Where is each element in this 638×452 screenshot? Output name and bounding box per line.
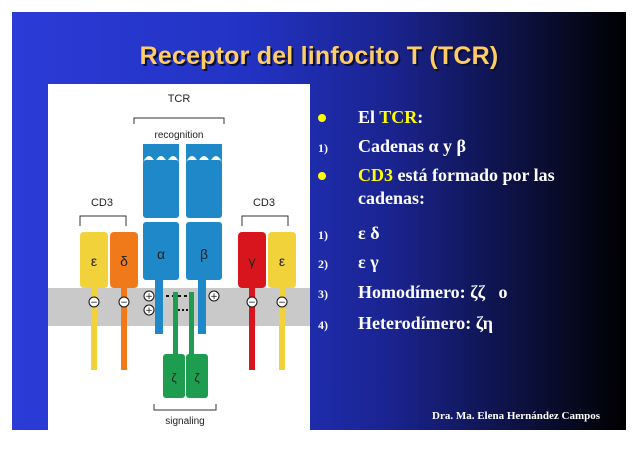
bullet-number: 1)	[318, 141, 328, 155]
beta-v-body	[186, 160, 222, 218]
bullet-dot	[318, 114, 326, 122]
zeta-left-domain	[163, 354, 185, 398]
alpha-constant-domain	[143, 222, 179, 280]
zeta-right-label: ζ	[194, 371, 200, 385]
bullet-text: ε δ	[358, 223, 380, 243]
tcr-diagram: TCR recognition α β ζ ζ	[48, 84, 310, 430]
cd3-right-label: CD3	[253, 197, 275, 209]
tcr-label: TCR	[168, 93, 191, 105]
alpha-label: α	[157, 246, 165, 262]
beta-transmembrane	[198, 280, 206, 334]
cd3-epsilon-right	[268, 232, 296, 288]
cell-membrane	[48, 288, 310, 326]
bullet-number: 4)	[318, 318, 328, 332]
charge-symbols: − − + + + − −	[88, 290, 288, 316]
cd3-epsilon-right-tail	[279, 288, 285, 370]
zeta-left-label: ζ	[171, 371, 177, 385]
slide-title: Receptor del linfocito T (TCR)	[139, 42, 499, 70]
bullet-text: Heterodímero: ζη	[358, 313, 493, 333]
bullet-number: 1)	[318, 228, 328, 242]
svg-text:+: +	[145, 306, 153, 316]
bullet-text: Homodímero: ζζ o	[358, 282, 508, 302]
cd3-delta-tail	[121, 288, 127, 370]
beta-variable-domain	[186, 144, 222, 162]
cd3-left-bracket	[79, 215, 127, 226]
cd3-delta	[110, 232, 138, 288]
svg-text:+: +	[145, 292, 153, 302]
svg-text:+: +	[210, 292, 218, 302]
zeta-right-domain	[186, 354, 208, 398]
epsilon-left-label: ε	[91, 253, 97, 269]
epsilon-right-label: ε	[279, 253, 285, 269]
gamma-label: γ	[249, 253, 256, 269]
svg-text:−: −	[90, 298, 98, 308]
svg-text:−: −	[120, 298, 128, 308]
cd3-right-bracket	[241, 215, 289, 226]
alpha-variable-domain	[143, 144, 179, 162]
svg-text:−: −	[278, 298, 286, 308]
beta-constant-domain	[186, 222, 222, 280]
cd3-epsilon-left	[80, 232, 108, 288]
signaling-bracket	[153, 404, 217, 411]
slide: Receptor del linfocito T (TCR) TCR recog…	[12, 12, 626, 430]
signaling-label: signaling	[165, 416, 204, 427]
cd3-epsilon-left-tail	[91, 288, 97, 370]
alpha-transmembrane	[155, 280, 163, 334]
cd3-left-label: CD3	[91, 197, 113, 209]
bullet-text: cadenas:	[358, 188, 425, 208]
bullet-text: El	[358, 107, 380, 127]
alpha-v-body	[143, 160, 179, 218]
recognition-label: recognition	[155, 130, 204, 141]
beta-label: β	[200, 246, 208, 262]
bullet-suffix: :	[417, 107, 424, 127]
bullet-text: ε γ	[358, 252, 379, 272]
bullet-highlight: CD3	[358, 165, 393, 185]
recognition-bracket	[133, 117, 225, 124]
zeta-left-stalk	[173, 292, 178, 356]
delta-label: δ	[120, 253, 128, 269]
bullet-text: Cadenas α y β	[358, 136, 467, 156]
cd3-gamma	[238, 232, 266, 288]
cd3-gamma-tail	[249, 288, 255, 370]
slide-footer: Dra. Ma. Elena Hernández Campos	[432, 410, 601, 422]
tcr-diagram-svg: TCR recognition α β ζ ζ	[48, 93, 310, 427]
bullet-highlight: TCR	[379, 107, 418, 127]
bullet-number: 3)	[318, 287, 328, 301]
bullet-number: 2)	[318, 257, 328, 271]
bullet-dot	[318, 172, 326, 180]
svg-text:−: −	[248, 298, 256, 308]
zeta-right-stalk	[189, 292, 194, 356]
bullet-suffix: está formado por las	[393, 165, 555, 185]
